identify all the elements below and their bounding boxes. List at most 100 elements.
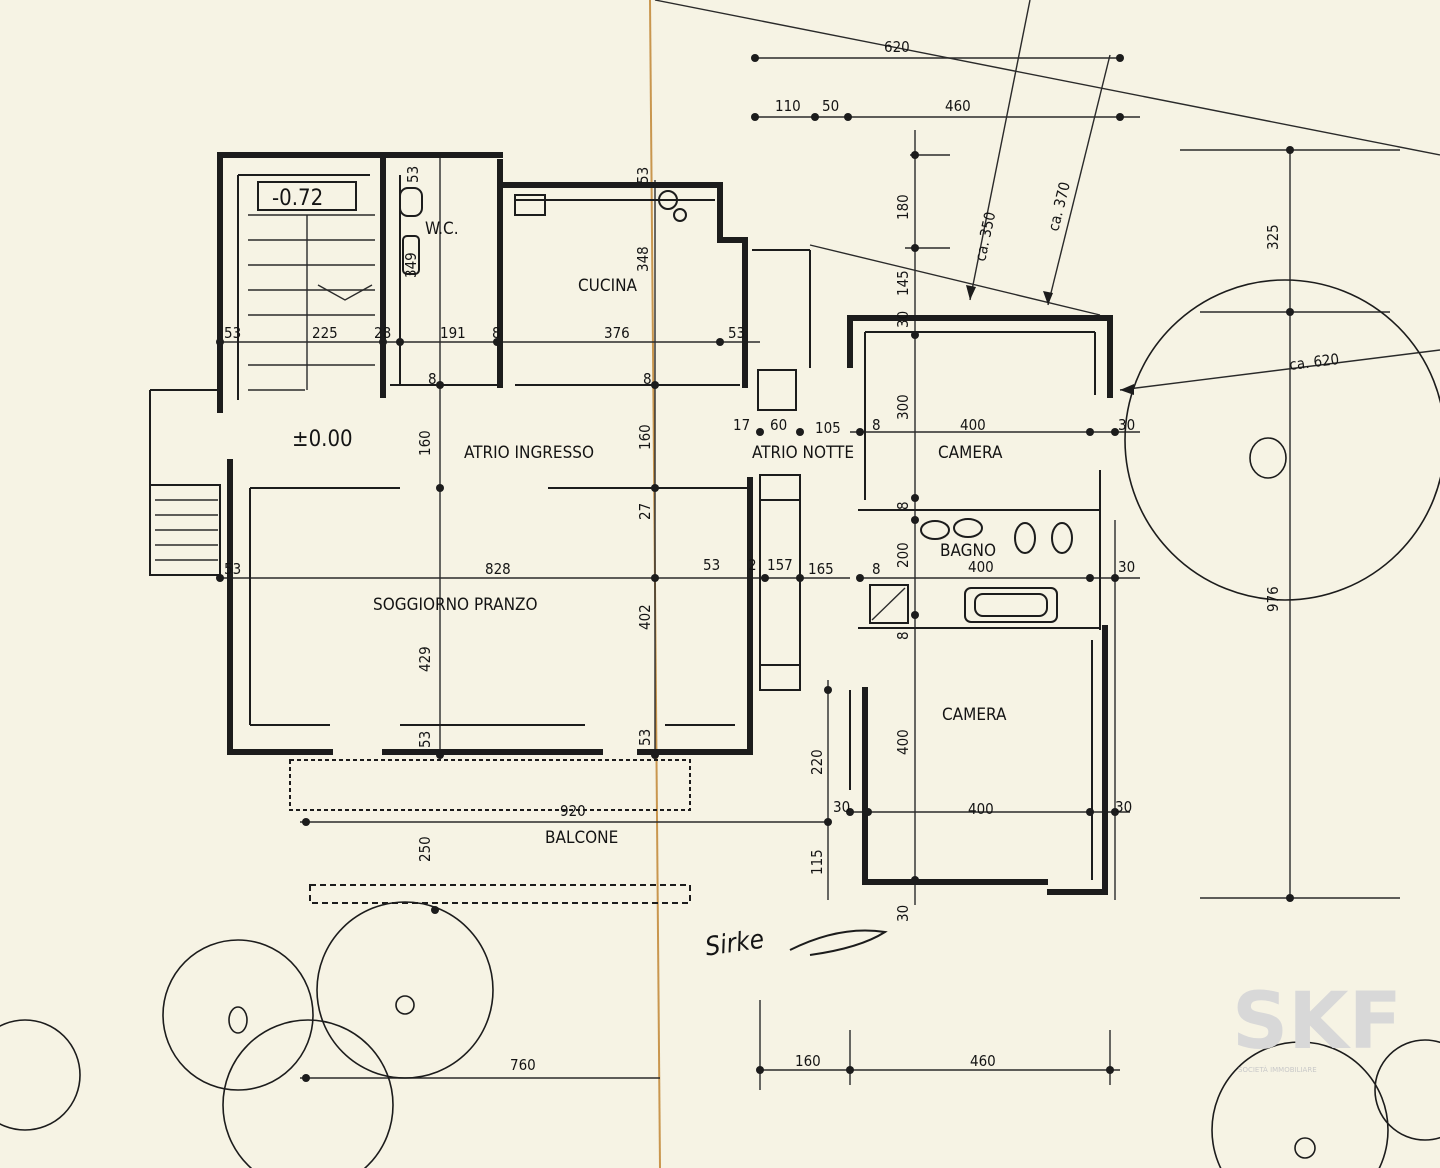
- svg-text:145: 145: [894, 270, 912, 296]
- tree-icon: [162, 939, 314, 1091]
- svg-text:460: 460: [945, 97, 971, 115]
- tree-icon: [0, 1019, 81, 1131]
- svg-text:976: 976: [1264, 586, 1282, 612]
- svg-text:400: 400: [968, 558, 994, 576]
- room-balcony: BALCONE: [545, 828, 618, 848]
- svg-text:28: 28: [374, 324, 391, 342]
- svg-text:620: 620: [884, 38, 910, 56]
- svg-text:2: 2: [748, 556, 757, 574]
- room-entrance-hall: ATRIO INGRESSO: [464, 443, 594, 463]
- room-bedroom-2: CAMERA: [942, 705, 1007, 725]
- svg-text:30: 30: [1118, 416, 1135, 434]
- svg-text:191: 191: [440, 324, 466, 342]
- svg-text:376: 376: [604, 324, 630, 342]
- svg-text:400: 400: [968, 800, 994, 818]
- stove-icon: [658, 190, 678, 210]
- svg-text:30: 30: [894, 311, 912, 328]
- svg-text:160: 160: [636, 424, 654, 450]
- svg-text:200: 200: [894, 542, 912, 568]
- svg-text:348: 348: [634, 246, 652, 272]
- svg-text:53: 53: [224, 560, 241, 578]
- trees: [0, 279, 1440, 1168]
- svg-text:8: 8: [872, 560, 881, 578]
- svg-text:8: 8: [428, 370, 437, 388]
- svg-text:110: 110: [775, 97, 801, 115]
- svg-text:828: 828: [485, 560, 511, 578]
- level-upper: -0.72: [272, 186, 323, 211]
- svg-text:160: 160: [416, 430, 434, 456]
- svg-text:429: 429: [416, 646, 434, 672]
- wc-sink-icon: [402, 235, 420, 275]
- svg-text:115: 115: [808, 849, 826, 875]
- svg-text:30: 30: [833, 798, 850, 816]
- skf-watermark: SKF SOCIETÀ IMMOBILIARE: [1232, 977, 1402, 1074]
- svg-text:349: 349: [402, 252, 420, 278]
- dimension-labels: 620 110 50 460 ca. 620 53 225 28 191 8 3…: [224, 38, 1340, 1074]
- svg-text:ca. 620: ca. 620: [1288, 350, 1340, 374]
- svg-text:220: 220: [808, 749, 826, 775]
- tree-icon: [1211, 1041, 1389, 1168]
- svg-text:105: 105: [815, 419, 841, 437]
- svg-text:53: 53: [636, 729, 654, 746]
- svg-text:760: 760: [510, 1056, 536, 1074]
- svg-text:30: 30: [1118, 558, 1135, 576]
- svg-text:50: 50: [822, 97, 839, 115]
- bathroom-toilet-icon: [1051, 522, 1073, 554]
- svg-text:8: 8: [894, 631, 912, 640]
- svg-text:325: 325: [1264, 224, 1282, 250]
- watermark-logo: SKF: [1232, 977, 1402, 1067]
- svg-text:53: 53: [224, 324, 241, 342]
- svg-text:17: 17: [733, 416, 750, 434]
- dimension-labels-vertical: ca. 350 ca. 370 325 976 180 145 30 300 8…: [402, 166, 1282, 922]
- svg-text:8: 8: [643, 370, 652, 388]
- svg-text:180: 180: [894, 194, 912, 220]
- svg-text:8: 8: [492, 324, 501, 342]
- svg-text:53: 53: [728, 324, 745, 342]
- svg-text:165: 165: [808, 560, 834, 578]
- svg-text:225: 225: [312, 324, 338, 342]
- svg-text:60: 60: [770, 416, 787, 434]
- bathroom-bidet-icon: [1014, 522, 1036, 554]
- level-ground: ±0.00: [292, 427, 353, 452]
- svg-text:53: 53: [416, 731, 434, 748]
- room-living-dining: SOGGIORNO PRANZO: [373, 595, 538, 615]
- svg-text:30: 30: [1115, 798, 1132, 816]
- shower-icon: [869, 584, 909, 624]
- room-wc: W.C.: [425, 219, 459, 239]
- svg-text:8: 8: [872, 416, 881, 434]
- fixtures: [399, 187, 1073, 624]
- tree-icon: [316, 901, 494, 1079]
- room-bedroom-1: CAMERA: [938, 443, 1003, 463]
- room-bathroom: BAGNO: [940, 541, 996, 561]
- svg-text:250: 250: [416, 836, 434, 862]
- svg-text:53: 53: [703, 556, 720, 574]
- svg-text:400: 400: [894, 729, 912, 755]
- svg-text:53: 53: [634, 167, 652, 184]
- kitchen-counter-icon: [514, 194, 546, 216]
- wc-toilet-icon: [399, 187, 423, 217]
- tree-icon: [1124, 279, 1440, 601]
- svg-text:27: 27: [636, 503, 654, 520]
- boundary-arrows: [966, 285, 1134, 395]
- svg-text:300: 300: [894, 394, 912, 420]
- svg-text:920: 920: [560, 802, 586, 820]
- svg-text:157: 157: [767, 556, 793, 574]
- room-night-hall: ATRIO NOTTE: [752, 443, 854, 463]
- room-kitchen: CUCINA: [578, 276, 638, 296]
- bathroom-sink-icon: [920, 520, 950, 540]
- svg-text:30: 30: [894, 905, 912, 922]
- svg-text:460: 460: [970, 1052, 996, 1070]
- svg-text:160: 160: [795, 1052, 821, 1070]
- svg-text:400: 400: [960, 416, 986, 434]
- building-walls: [149, 152, 1113, 904]
- tree-icon: [222, 1019, 394, 1168]
- watermark-tagline: SOCIETÀ IMMOBILIARE: [1238, 1065, 1317, 1074]
- tree-icon: [1374, 1039, 1440, 1141]
- signature-flourish: [789, 929, 888, 956]
- svg-text:402: 402: [636, 604, 654, 630]
- stair-treads: [155, 214, 375, 561]
- svg-text:8: 8: [894, 501, 912, 510]
- bathtub-icon: [964, 587, 1058, 623]
